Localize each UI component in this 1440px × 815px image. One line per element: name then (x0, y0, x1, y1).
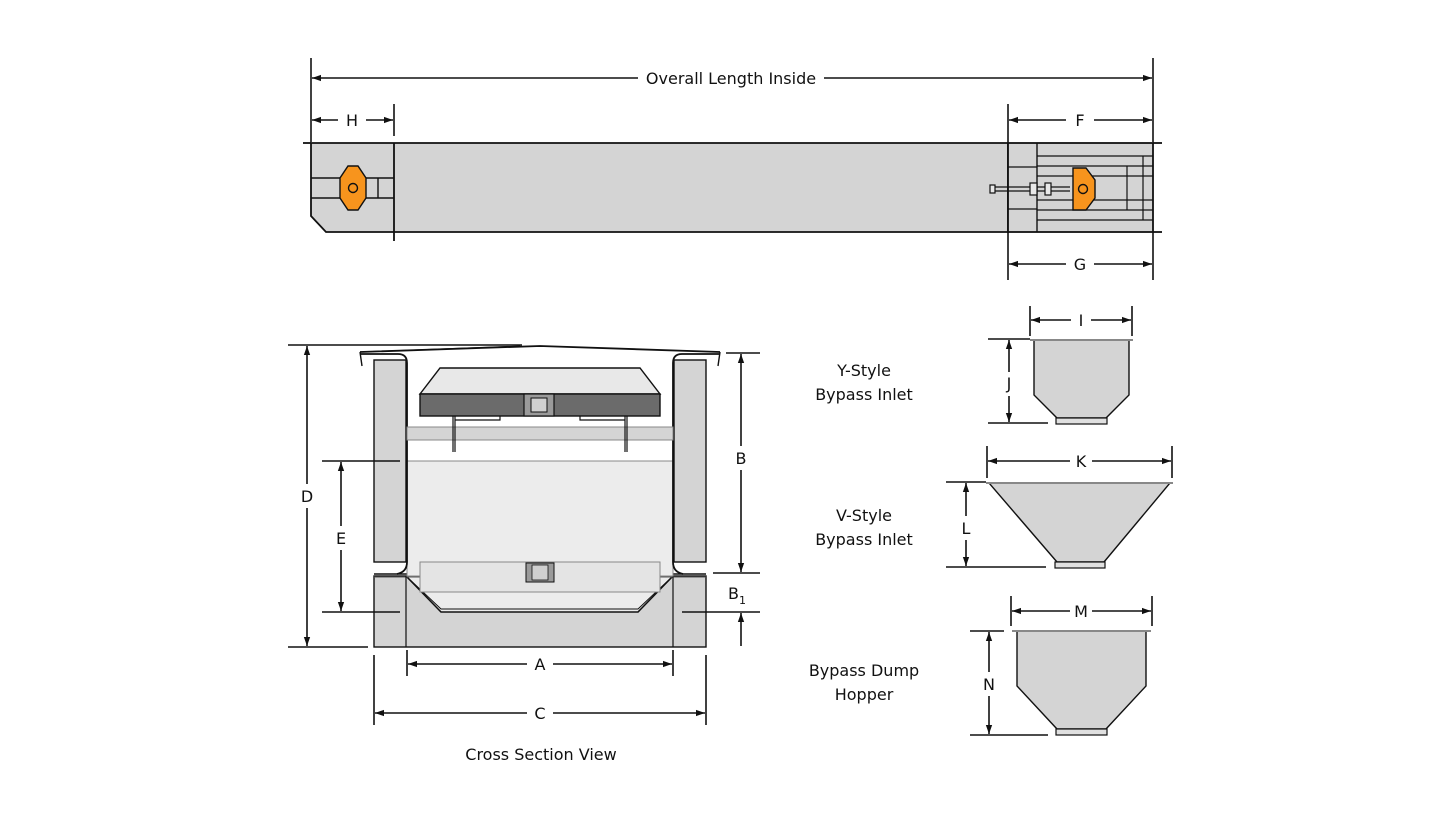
v-style-inlet-shape (987, 482, 1172, 563)
y-style-title-line2: Bypass Inlet (815, 385, 913, 404)
dimension-c-label: C (534, 704, 545, 723)
flight-top (418, 367, 662, 395)
conveyor-trough-body (310, 142, 1009, 233)
dimension-h-label: H (346, 111, 358, 130)
overall-length-label: Overall Length Inside (646, 69, 816, 88)
y-style-title-line1: Y-Style (836, 361, 891, 380)
dimension-l-label: L (962, 519, 971, 538)
dimension-k-label: K (1076, 452, 1087, 471)
dump-hopper-title-line2: Hopper (835, 685, 894, 704)
dimension-g-label: G (1074, 255, 1086, 274)
dimension-b1-subscript: 1 (739, 594, 746, 607)
bypass-dump-hopper: Bypass Dump Hopper M N (809, 596, 1153, 736)
y-style-bypass-inlet: Y-Style Bypass Inlet I J (815, 306, 1133, 425)
tail-bearing-icon (1072, 167, 1096, 211)
top-view: Overall Length Inside H F G (303, 58, 1162, 280)
right-side-wall (673, 359, 707, 563)
v-style-title-line1: V-Style (836, 506, 892, 525)
dump-hopper-shape (1016, 630, 1147, 730)
dimension-j-label: J (1006, 374, 1012, 393)
dimension-b1-label: B1 (728, 584, 746, 607)
head-end-section (311, 165, 394, 211)
dimension-a-label: A (535, 655, 546, 674)
trough-cover (359, 345, 721, 353)
head-bearing-icon (339, 165, 367, 211)
cross-section-view: D E B B1 A C Cross Section View (288, 344, 760, 764)
dimension-e-label: E (336, 529, 346, 548)
dimension-n-label: N (983, 675, 995, 694)
cross-section-caption: Cross Section View (465, 745, 616, 764)
dimension-d-label: D (301, 487, 313, 506)
v-style-title-line2: Bypass Inlet (815, 530, 913, 549)
dimension-b1-main: B (728, 584, 739, 603)
tail-take-up-section (989, 142, 1162, 233)
dump-hopper-title-line1: Bypass Dump (809, 661, 919, 680)
y-style-inlet-shape (1033, 339, 1130, 419)
dimension-i-label: I (1079, 311, 1084, 330)
dimension-b-label: B (736, 449, 747, 468)
dimension-m-label: M (1074, 602, 1088, 621)
dimension-f-label: F (1075, 111, 1084, 130)
v-style-bypass-inlet: V-Style Bypass Inlet K L (815, 446, 1173, 569)
